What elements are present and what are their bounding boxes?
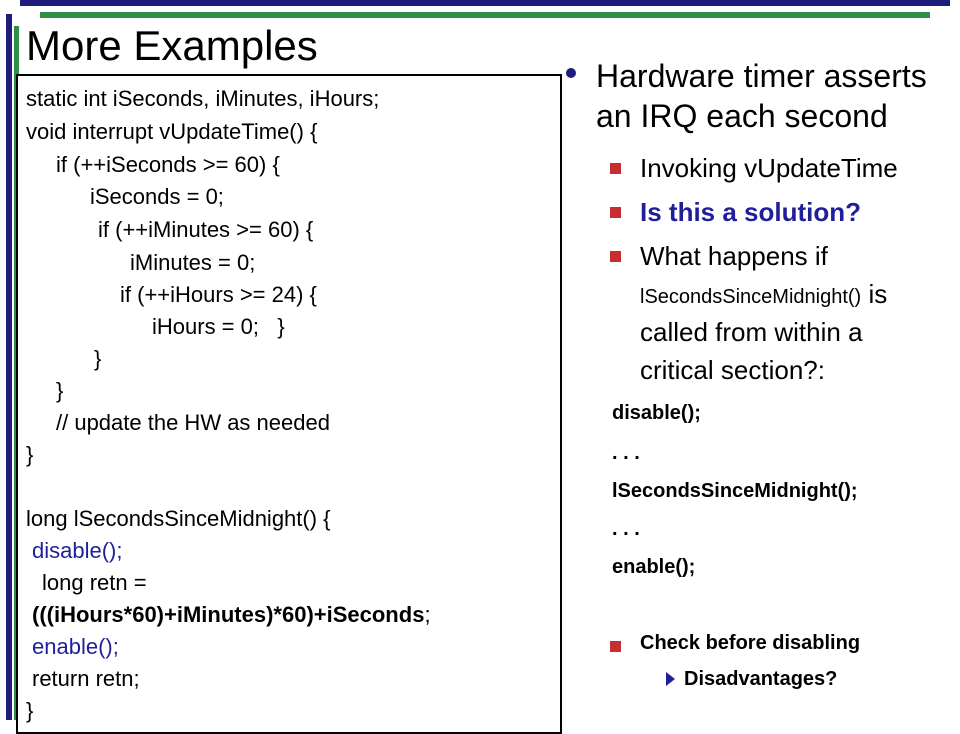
code-line-disable: disable(); (32, 538, 123, 563)
code-comment: // update the HW as needed (56, 410, 330, 435)
sub-bullet-text: called from within a (640, 317, 863, 347)
left-navy-bar (6, 14, 12, 720)
top-green-bar (40, 12, 930, 18)
code-expression-bold: (((iHours*60)+iMinutes)*60)+iSeconds (32, 602, 425, 627)
snippet-line: lSecondsSinceMidnight(); (612, 480, 858, 502)
square-bullet-icon (610, 207, 621, 218)
code-line: iMinutes = 0; (130, 250, 256, 275)
sub-bullet-invoking: Invoking vUpdateTime (640, 153, 898, 183)
bullet-dot-icon (566, 68, 576, 78)
code-line: if (++iSeconds >= 60) { (56, 152, 280, 177)
code-line: } (94, 346, 102, 371)
sub-bullet-what-happens-line2: lSecondsSinceMidnight() is (640, 278, 887, 313)
sub-bullet-disadvantages: Disadvantages? (684, 668, 838, 690)
code-box: static int iSeconds, iMinutes, iHours; v… (16, 74, 562, 734)
code-line: return retn; (32, 666, 140, 691)
code-line: if (++iMinutes >= 60) { (98, 217, 314, 242)
code-line: long lSecondsSinceMidnight() { (26, 506, 331, 531)
code-line-expression: (((iHours*60)+iMinutes)*60)+iSeconds; (32, 602, 431, 628)
square-bullet-icon (610, 163, 621, 174)
code-line: } (26, 442, 34, 467)
arrow-bullet-icon (666, 672, 675, 686)
code-line: iSeconds = 0; (90, 184, 224, 209)
main-bullet-text: an IRQ each second (596, 98, 888, 134)
code-line: } (26, 698, 34, 723)
square-bullet-icon (610, 251, 621, 262)
code-line: } (56, 378, 64, 403)
slide-title: More Examples (26, 22, 318, 69)
snippet-line: disable(); (612, 402, 701, 424)
sub-bullet-check: Check before disabling (640, 632, 861, 654)
sub-bullet-what-happens: What happens if (640, 241, 828, 271)
code-line-enable: enable(); (32, 634, 119, 659)
sub-bullet-text: critical section?: (640, 355, 825, 385)
code-line: if (++iHours >= 24) { (120, 282, 317, 307)
code-line: long retn = (42, 570, 147, 595)
code-line: iHours = 0; } (152, 314, 285, 339)
square-bullet-icon (610, 641, 621, 652)
code-line: static int iSeconds, iMinutes, iHours; (26, 86, 380, 111)
sub-bullet-question: Is this a solution? (640, 197, 862, 227)
snippet-line: . . . (612, 518, 640, 540)
code-line: void interrupt vUpdateTime() { (26, 119, 318, 144)
top-navy-bar (20, 0, 950, 6)
snippet-line: enable(); (612, 556, 696, 578)
code-semicolon: ; (424, 602, 431, 627)
main-bullet-text: Hardware timer asserts (596, 58, 927, 94)
sub-bullet-text: is (861, 279, 888, 309)
snippet-line: . . . (612, 442, 640, 464)
function-name: lSecondsSinceMidnight() (640, 286, 862, 308)
